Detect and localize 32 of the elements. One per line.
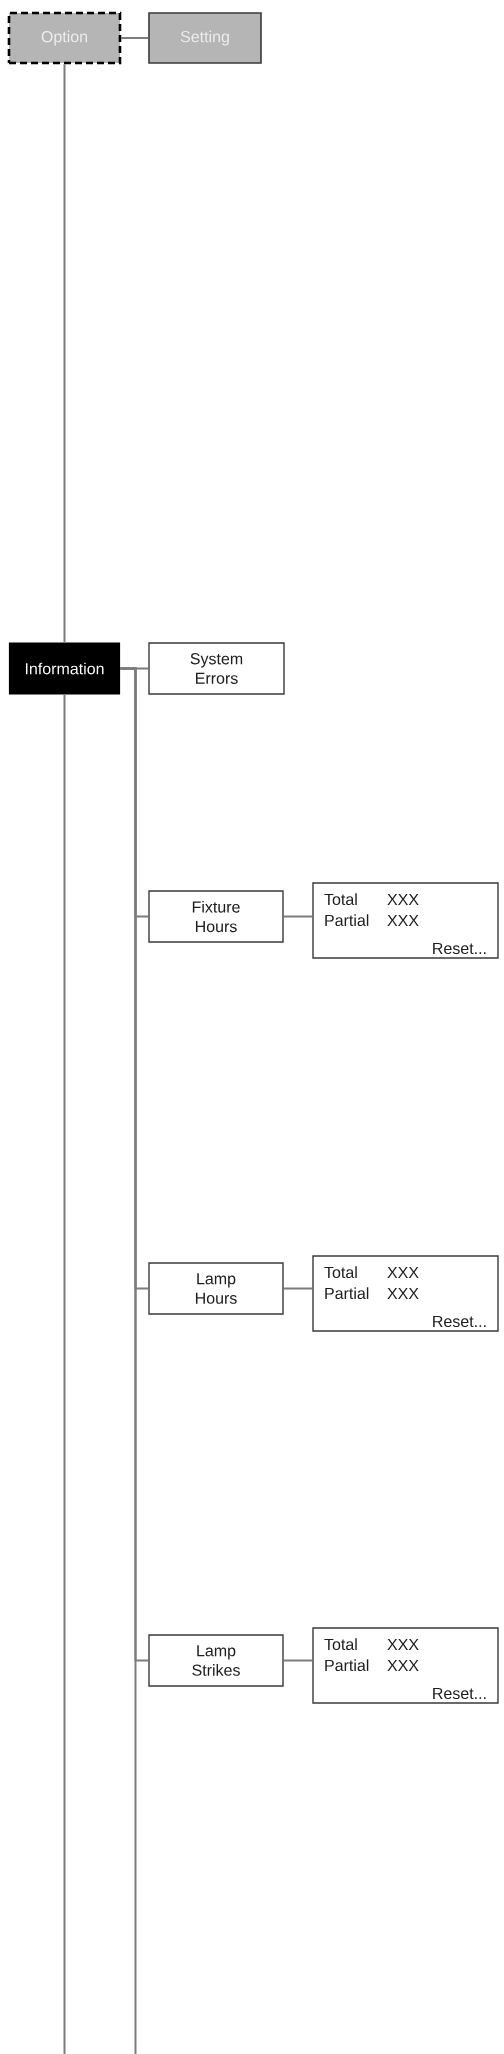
readout-box (312, 882, 499, 959)
menu-box: Setting (148, 12, 262, 64)
value-text: XXX (387, 1266, 419, 1278)
connector-line (63, 63, 66, 644)
value-text: XXX (387, 1287, 419, 1299)
menu-box: Lamp Strikes (148, 1634, 284, 1687)
reset-label: Reset... (433, 1315, 486, 1328)
readout-box (312, 1627, 499, 1704)
value-text: XXX (387, 1638, 419, 1650)
field-label: Partial (325, 1287, 369, 1300)
connector-line (120, 37, 150, 39)
field-label: Partial (325, 914, 369, 927)
field-label: Partial (325, 1659, 369, 1672)
menu-box: Fixture Hours (148, 890, 284, 943)
connector-line (282, 1659, 314, 1662)
field-label: Total (324, 1266, 357, 1279)
menu-box: Lamp Hours (148, 1262, 284, 1315)
menu-box: Information (8, 642, 121, 695)
readout-box (312, 1255, 499, 1332)
connector-line (119, 667, 137, 2054)
field-label: Total (324, 1638, 357, 1651)
connector-line (63, 693, 66, 2054)
connector-line (282, 1287, 314, 1290)
value-text: XXX (387, 1659, 419, 1671)
reset-label: Reset... (433, 1687, 486, 1700)
connector-line (282, 915, 314, 918)
field-label: Total (324, 893, 357, 906)
reset-label: Reset... (433, 942, 486, 955)
value-text: XXX (387, 914, 419, 926)
menu-box: System Errors (148, 642, 285, 695)
menu-box: Option (7, 11, 122, 65)
value-text: XXX (387, 893, 419, 905)
